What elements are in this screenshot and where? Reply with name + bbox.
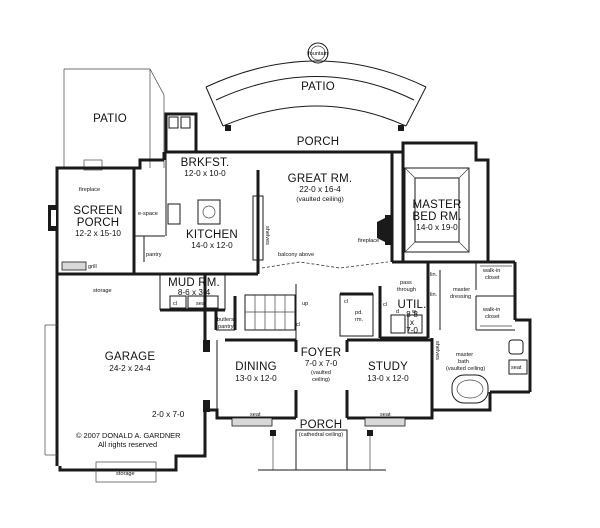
foyer-label: FOYER — [301, 347, 342, 359]
mud-rm-label: MUD RM. — [168, 277, 220, 289]
fountain-icon — [307, 42, 329, 64]
walk-in-closet-1-b: closet — [485, 275, 500, 281]
up-label: up — [302, 301, 308, 307]
util-label: UTIL. — [397, 299, 426, 311]
storage-bottom-label: storage — [116, 471, 135, 477]
cl-stair-label: cl — [296, 322, 300, 328]
lin-1-label: lin. — [430, 272, 438, 278]
copyright-line-2: All rights reserved — [98, 440, 157, 449]
master-bath-3: (vaulted ceiling) — [446, 366, 485, 372]
master-dressing-2: dressing — [450, 294, 471, 300]
foyer-note-1: (vaulted — [311, 370, 331, 376]
great-rm-dims: 22-0 x 16-4 — [299, 185, 341, 194]
walk-in-closet-2-b: closet — [485, 314, 500, 320]
garage-door-lines — [44, 324, 157, 483]
mud-rm-dims: 8-6 x 3-4 — [178, 288, 211, 297]
balcony-above-outline — [261, 261, 389, 269]
interior-walls — [132, 152, 528, 418]
lin-2-label: lin. — [430, 292, 438, 298]
foyer-note-2: ceiling) — [312, 377, 330, 383]
dining-label: DINING — [235, 361, 276, 373]
pantry-label: pantry — [146, 252, 162, 258]
brkfst-dims: 12-0 x 10-0 — [184, 169, 226, 178]
util-dims-1: 8-8 — [406, 310, 418, 319]
util-dims-3: 7-0 — [406, 326, 418, 335]
pd-rm-label-1: pd. — [355, 310, 363, 316]
rear-patio-arcs — [205, 42, 427, 127]
screen-porch-dims: 12-2 x 15-10 — [75, 229, 121, 238]
master-bed-label-2: BED RM. — [412, 211, 461, 223]
master-bath-2: bath — [458, 359, 469, 365]
pd-rm-label-2: rm. — [355, 317, 364, 323]
pass-through-label-2: through — [397, 287, 416, 293]
kitchen-label: KITCHEN — [186, 229, 238, 241]
master-bed-label-1: MASTER — [412, 199, 461, 211]
kitchen-dims: 14-0 x 12-0 — [191, 241, 233, 250]
porch-columns — [225, 125, 404, 131]
porch-bottom-label: PORCH — [300, 419, 343, 431]
door-size-label: 2-0 x 7-0 — [152, 410, 185, 419]
storage-garage-label: storage — [93, 288, 112, 294]
study-dims: 13-0 x 12-0 — [367, 374, 409, 383]
cl-util-label: cl — [383, 302, 387, 308]
screen-porch-label-1: SCREEN — [73, 205, 122, 217]
fountain-label: fountain — [308, 51, 328, 57]
w-label: w — [411, 309, 417, 315]
grill-icon — [61, 261, 87, 271]
master-bath-1: master — [456, 352, 473, 358]
seat-dining-label: seat — [250, 412, 261, 418]
seat-study-label: seat — [380, 412, 391, 418]
dining-dims: 13-0 x 12-0 — [235, 374, 277, 383]
copyright-line-1: © 2007 DONALD A. GARDNER — [76, 431, 180, 440]
master-bed-dims: 14-0 x 19-0 — [416, 223, 458, 232]
tray-ceiling — [404, 167, 470, 253]
fireplace-right-label: fireplace — [358, 238, 379, 244]
seat-mud-label: seat — [196, 301, 207, 307]
e-space-label: e-space — [138, 211, 158, 217]
pass-through-label-1: pass — [400, 280, 412, 286]
util-dims-2: x — [410, 318, 414, 327]
brkfst-label: BRKFST. — [181, 157, 230, 169]
cl-pd-label: cl — [344, 299, 348, 305]
patio-left-outline — [63, 68, 165, 171]
walk-in-closet-2-a: walk-in — [482, 307, 500, 313]
foyer-dims: 7-0 x 7-0 — [305, 359, 338, 368]
porch-bottom-note: (cathedral ceiling) — [299, 432, 343, 438]
fireplace-left-icon — [48, 205, 57, 231]
fireplace-left-label: fireplace — [79, 187, 100, 193]
porch-top-label: PORCH — [297, 136, 340, 148]
master-dressing-1: master — [453, 287, 470, 293]
front-porch — [231, 417, 406, 471]
garage-dims: 24-2 x 24-4 — [109, 364, 151, 373]
shelves-bath-label: shelves — [434, 341, 440, 360]
patio-left-label: PATIO — [93, 113, 127, 125]
butlers-label-2: pantry — [218, 324, 234, 330]
garage-label: GARAGE — [105, 351, 156, 363]
great-rm-note: (vaulted ceiling) — [296, 196, 344, 203]
cl-mud-label: cl — [173, 301, 177, 307]
grill-label: grill — [88, 264, 97, 270]
shelves-label: shelves — [264, 226, 270, 245]
study-label: STUDY — [368, 361, 408, 373]
balcony-above-label: balcony above — [278, 252, 314, 258]
butlers-label-1: butlers — [217, 317, 234, 323]
walk-in-closet-1-a: walk-in — [482, 268, 500, 274]
patio-top-label: PATIO — [301, 81, 335, 93]
seat-bath-label: seat — [511, 365, 522, 371]
d-label: d — [396, 309, 399, 315]
kitchen-island — [167, 199, 221, 225]
screen-porch-label-2: PORCH — [77, 217, 120, 229]
great-rm-label: GREAT RM. — [288, 173, 353, 185]
